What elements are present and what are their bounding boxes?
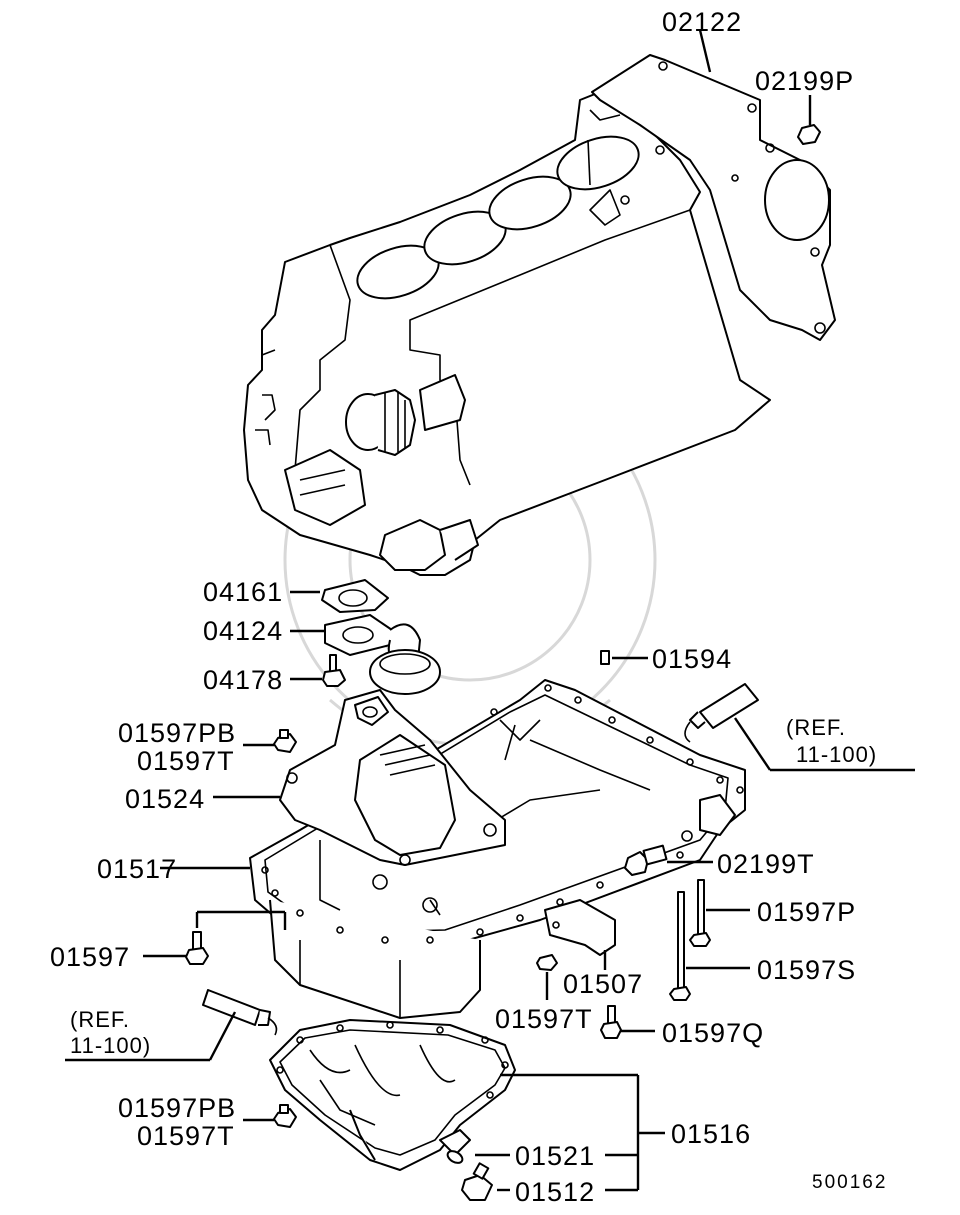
label-02122: 02122 <box>662 7 742 37</box>
label-04161: 04161 <box>203 577 283 607</box>
label-ref-upper-1: (REF. <box>786 715 846 740</box>
label-ref-lower-1: (REF. <box>70 1007 130 1032</box>
label-01524: 01524 <box>125 784 205 814</box>
label-04124: 04124 <box>203 616 283 646</box>
engine-block <box>243 91 771 576</box>
label-01516: 01516 <box>671 1119 751 1149</box>
label-01597Q: 01597Q <box>662 1018 764 1048</box>
label-01597P: 01597P <box>757 897 856 927</box>
label-01597T-mid: 01597T <box>495 1004 593 1034</box>
sealant-tube-lower <box>65 989 278 1062</box>
diagram-code: 500162 <box>812 1172 887 1193</box>
label-01512: 01512 <box>515 1177 595 1207</box>
part-01597PB-upper-bolt <box>243 729 297 753</box>
label-04178: 04178 <box>203 665 283 695</box>
part-01597PB-lower-bolt <box>243 1104 297 1128</box>
part-labels: 02122 02199P 04161 04124 04178 01594 (RE… <box>50 7 887 1207</box>
label-ref-upper-2: 11-100) <box>796 742 877 767</box>
label-01597PB-lower: 01597PB <box>118 1093 236 1123</box>
part-01597Q-bolt <box>600 1005 655 1039</box>
label-01594: 01594 <box>652 644 732 674</box>
part-01521-washer <box>446 1150 638 1164</box>
part-04161-gasket <box>290 579 389 613</box>
label-01597T-upper: 01597T <box>137 746 235 776</box>
part-01516-lower-pan <box>269 1019 665 1190</box>
label-01597PB-upper: 01597PB <box>118 718 236 748</box>
part-02122-plate <box>591 29 836 341</box>
part-01597P-bolt <box>689 879 750 947</box>
part-02199P-bolt <box>797 95 821 145</box>
label-01597S: 01597S <box>757 955 856 985</box>
part-02199T-bolt <box>624 844 713 876</box>
part-01597S-bolt <box>669 891 750 1001</box>
part-04178-bolt <box>290 654 346 687</box>
label-01597T-lower: 01597T <box>137 1121 235 1151</box>
label-01521: 01521 <box>515 1141 595 1171</box>
label-01517: 01517 <box>97 854 177 884</box>
sealant-tube-upper <box>684 683 915 772</box>
part-04124-strainer <box>290 614 441 695</box>
part-01597-bolt <box>143 910 287 965</box>
label-02199T: 02199T <box>717 849 815 879</box>
part-01597T-mid-bolt <box>536 954 558 1000</box>
label-02199P: 02199P <box>755 66 854 96</box>
label-01597: 01597 <box>50 942 130 972</box>
label-ref-lower-2: 11-100) <box>70 1033 151 1058</box>
label-01507: 01507 <box>563 969 643 999</box>
part-01594-pin <box>600 650 648 665</box>
part-01524-baffle <box>213 689 506 866</box>
part-01507-bracket <box>544 899 616 970</box>
part-01512-drain-plug <box>461 1162 638 1201</box>
